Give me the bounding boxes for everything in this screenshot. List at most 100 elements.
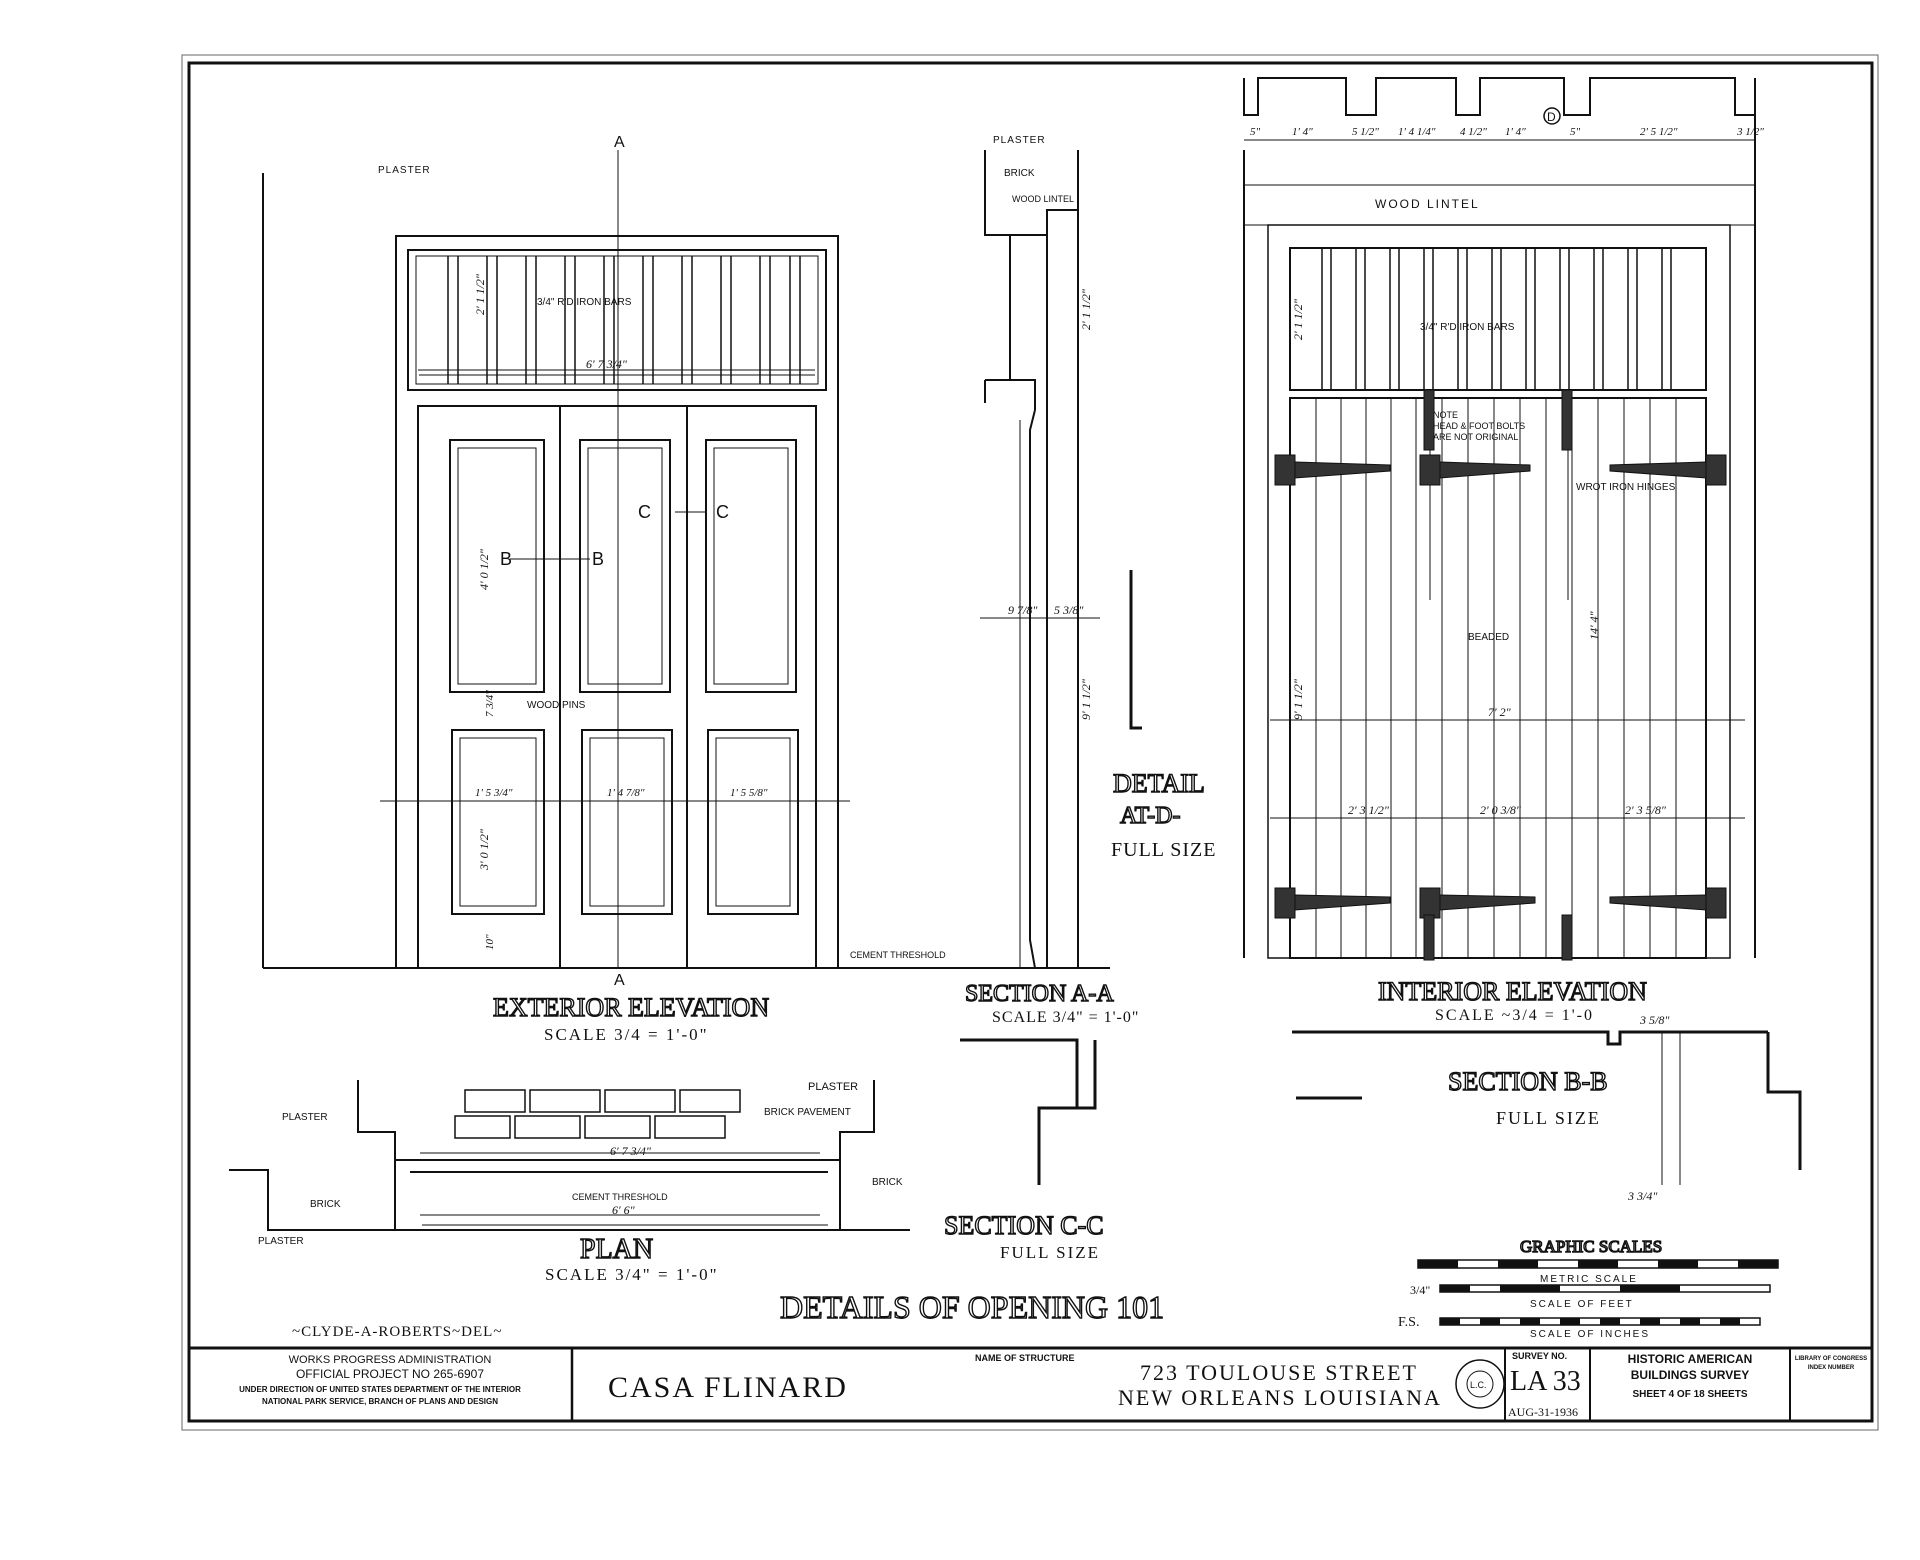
dim-int-leaf-1: 2' 3 1/2" [1348,803,1390,817]
note-wood-pins: WOOD PINS [527,700,586,711]
dim-int-total-height: 14' 4" [1587,610,1601,640]
address-line-1: 723 TOULOUSE STREET [1140,1360,1418,1385]
dim-ext-lower-panel: 3' 0 1/2" [477,828,491,871]
note-brick-aa: BRICK [1004,168,1035,179]
label-scale-of-feet: SCALE OF FEET [1530,1299,1634,1310]
interior-elevation [1243,77,1756,959]
title-interior-elevation: INTERIOR ELEVATION [1378,977,1647,1006]
note-line-1: NOTE [1433,410,1458,420]
mark-d: D [1547,110,1556,124]
dim-plan-threshold: 6' 6" [612,1203,636,1217]
survey-number: LA 33 [1510,1366,1581,1397]
title-graphic-scales: GRAPHIC SCALES [1520,1237,1662,1256]
dim-aa-height: 9' 1 1/2" [1079,678,1093,720]
dim-ext-rail: 7 3/4" [484,690,496,717]
scale-section-cc: FULL SIZE [1000,1243,1100,1262]
hinges [1274,389,1727,961]
seal-lc: L.C. [1470,1380,1487,1390]
outer-border [181,54,1879,1431]
note-plaster-exterior: PLASTER [378,165,431,176]
dim-int-leaf-3: 2' 3 5/8" [1625,803,1667,817]
scale-section-aa: SCALE 3/4" = 1'-0" [992,1009,1139,1026]
dim-int-top-4: 1' 4 1/4" [1398,126,1436,138]
dim-int-top-8: 2' 5 1/2" [1640,126,1678,138]
sheet-border [187,61,1874,1423]
note-plaster-aa: PLASTER [993,135,1046,146]
title-detail-d: DETAIL [1113,769,1205,798]
dim-int-top-5: 4 1/2" [1460,126,1487,138]
dim-bb-top: 3 5/8" [1639,1013,1670,1027]
section-aa-drawing [980,150,1110,969]
scale-interior-elevation: SCALE ~3/4 = 1'-0 [1435,1007,1594,1024]
exterior-elevation [262,150,1004,969]
section-mark-c-left: C [638,502,651,522]
section-mark-a-bottom: A [614,972,625,989]
section-bb-drawing [1292,1030,1802,1185]
agency-project: OFFICIAL PROJECT NO 265-6907 [296,1367,484,1381]
title-exterior-elevation: EXTERIOR ELEVATION [493,993,769,1022]
note-line-3: ARE NOT ORIGINAL [1433,432,1518,442]
note-brick-plan-right: BRICK [872,1177,903,1188]
note-cement-threshold-exterior: CEMENT THRESHOLD [850,950,946,960]
dim-ext-leaf-3: 1' 5 5/8" [730,787,768,799]
scale-detail-d: FULL SIZE [1111,839,1216,861]
scale-plan: SCALE 3/4" = 1'-0" [545,1265,719,1284]
dim-int-top-3: 5 1/2" [1352,126,1379,138]
dim-plan-width: 6' 7 3/4" [610,1144,652,1158]
dim-int-door-height: 9' 1 1/2" [1291,678,1305,720]
title-section-cc: SECTION C-C [944,1211,1104,1240]
note-plaster-plan-right: PLASTER [808,1081,858,1093]
dim-aa-wall: 5 3/8" [1054,603,1084,617]
dim-ext-transom: 2' 1 1/2" [473,273,487,315]
dim-int-top-7: 5" [1570,126,1581,138]
title-section-aa: SECTION A-A [965,981,1114,1007]
title-block [189,1346,1872,1421]
title-detail-d-at: AT-D- [1120,803,1180,829]
habs-line-2: BUILDINGS SURVEY [1631,1368,1749,1382]
dim-int-top-2: 1' 4" [1292,126,1313,138]
note-iron-bars-exterior: 3/4" R'D IRON BARS [537,297,632,308]
section-mark-b-left: B [500,549,512,569]
note-brick-plan-left: BRICK [310,1199,341,1210]
structure-name: CASA FLINARD [608,1371,848,1404]
section-cc-drawing [960,1038,1097,1185]
note-wrot-iron-hinges: WROT IRON HINGES [1576,482,1676,493]
scale-exterior-elevation: SCALE 3/4 = 1'-0" [544,1025,709,1044]
note-wood-lintel-aa: WOOD LINTEL [1012,194,1074,204]
dim-int-top-9: 3 1/2" [1736,126,1764,138]
delineator: ~CLYDE-A-ROBERTS~DEL~ [292,1324,502,1340]
dim-ext-width: 6' 7 3/4" [586,357,628,371]
note-plaster-plan-left: PLASTER [282,1112,328,1123]
survey-date: AUG-31-1936 [1508,1405,1578,1419]
note-plaster-plan-bottom: PLASTER [258,1236,304,1247]
note-iron-bars-int: 3/4" R'D IRON BARS [1420,322,1515,333]
note-line-2: HEAD & FOOT BOLTS [1433,421,1525,431]
mark-d-circle [1543,107,1561,125]
dim-int-top-6: 1' 4" [1505,126,1526,138]
dim-ext-leaf-2: 1' 4 7/8" [607,787,645,799]
dim-int-leaf-2: 2' 0 3/8" [1480,803,1522,817]
label-scale-of-inches: SCALE OF INCHES [1530,1329,1650,1340]
agency-wpa: WORKS PROGRESS ADMINISTRATION [289,1354,492,1366]
section-mark-b-right: B [592,549,604,569]
agency-interior: UNDER DIRECTION OF UNITED STATES DEPARTM… [239,1385,521,1394]
scale-section-bb: FULL SIZE [1496,1108,1601,1128]
dim-int-transom: 2' 1 1/2" [1291,298,1305,340]
habs-line-1: HISTORIC AMERICAN [1628,1352,1753,1366]
label-row-34: 3/4" [1410,1283,1430,1297]
agency-nps: NATIONAL PARK SERVICE, BRANCH OF PLANS A… [262,1397,498,1406]
section-mark-c-right: C [716,502,729,522]
note-wood-lintel-int: WOOD LINTEL [1375,197,1480,211]
detail-d-profile [1129,570,1142,730]
dim-aa-transom: 2' 1 1/2" [1079,288,1093,330]
title-section-bb: SECTION B-B [1448,1067,1608,1096]
dim-bb-bottom: 3 3/4" [1627,1189,1658,1203]
survey-label: SURVEY NO. [1512,1351,1567,1361]
dim-ext-upper-panel: 4' 0 1/2" [477,548,491,590]
dim-int-top-1: 5" [1250,126,1261,138]
drawing-title: DETAILS OF OPENING 101 [780,1289,1164,1325]
dim-ext-leaf-1: 1' 5 3/4" [475,787,513,799]
note-cement-threshold-plan: CEMENT THRESHOLD [572,1192,668,1202]
section-mark-a-top: A [614,134,625,151]
